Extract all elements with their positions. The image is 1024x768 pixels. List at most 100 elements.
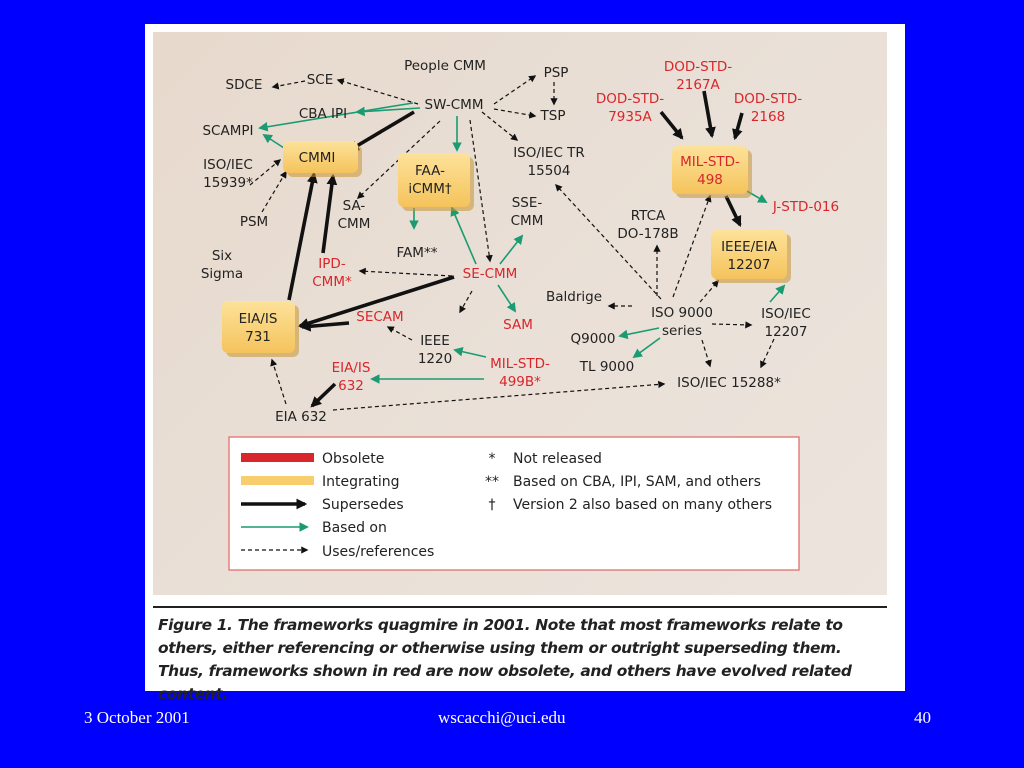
node-dod-std-2167a: DOD-STD-2167A — [664, 59, 732, 93]
node-iso-iec-15288: ISO/IEC 15288* — [677, 375, 781, 391]
edge-25 — [386, 326, 413, 341]
edge-36 — [555, 183, 662, 300]
legend-label-supersedes: Supersedes — [322, 497, 404, 513]
footer-page-number: 40 — [914, 708, 931, 727]
edge-6 — [469, 119, 493, 263]
edge-2 — [348, 110, 415, 152]
edge-32 — [702, 90, 716, 139]
legend-note-text: Not released — [513, 451, 602, 467]
legend-note-text: Version 2 also based on many others — [513, 497, 772, 513]
edge-18 — [450, 206, 477, 265]
caption-rule — [153, 606, 887, 608]
legend-note-symbol: ** — [485, 474, 499, 490]
legend-swatch-obsolete — [241, 453, 314, 462]
edge-28 — [310, 382, 337, 408]
box-faa-icmm — [398, 153, 474, 211]
legend-label-based-on: Based on — [322, 520, 387, 536]
legend-note-text: Based on CBA, IPI, SAM, and others — [513, 474, 761, 490]
edge-16 — [321, 173, 338, 254]
box-ieee-eia-12207 — [711, 230, 791, 283]
node-cba-ipi: CBA IPI — [299, 106, 347, 122]
node-sa-cmm: SA-CMM — [338, 198, 371, 232]
node-secam: SECAM — [356, 309, 403, 325]
edge-3 — [258, 102, 414, 132]
edge-39 — [699, 279, 719, 303]
box-eia-is-731 — [222, 301, 299, 357]
node-sw-cmm: SW-CMM — [425, 97, 484, 113]
node-scampi: SCAMPI — [202, 123, 253, 139]
node-psm: PSM — [240, 214, 268, 230]
edge-23 — [459, 290, 473, 314]
edge-0 — [336, 78, 419, 105]
figure-caption: Figure 1. The frameworks quagmire in 200… — [158, 616, 852, 703]
node-tl-9000: TL 9000 — [579, 359, 634, 375]
node-dod-std-2168: DOD-STD-2168 — [734, 91, 802, 125]
node-psp: PSP — [544, 65, 569, 81]
box-mil-std-498 — [672, 146, 752, 198]
node-faa-icmm: FAA-iCMM† — [408, 163, 451, 197]
node-eia-632: EIA 632 — [275, 409, 327, 425]
edge-19 — [297, 275, 455, 329]
node-mil-std-499b: MIL-STD-499B* — [490, 356, 550, 390]
edge-9 — [493, 108, 537, 119]
edge-layer — [249, 75, 786, 411]
node-dod-std-7935a: DOD-STD-7935A — [596, 91, 664, 125]
edge-43 — [711, 321, 753, 329]
node-people-cmm: People CMM — [404, 58, 486, 74]
edge-31 — [659, 110, 684, 140]
node-fam: FAM** — [397, 245, 438, 261]
legend-note-symbol: * — [489, 451, 496, 467]
edge-13 — [261, 170, 287, 213]
node-se-cmm: SE-CMM — [463, 266, 518, 282]
node-sam: SAM — [503, 317, 533, 333]
node-mil-std-498: MIL-STD-498 — [680, 154, 740, 188]
edge-26 — [453, 347, 487, 358]
edge-45 — [760, 338, 775, 369]
edge-22 — [499, 234, 524, 265]
box-cmmi — [283, 141, 362, 177]
edge-33 — [732, 112, 744, 141]
edge-11 — [262, 133, 285, 149]
edge-12 — [249, 159, 282, 186]
footer-date: 3 October 2001 — [84, 708, 190, 727]
node-sce: SCE — [307, 72, 334, 88]
legend-box — [228, 436, 800, 571]
legend-label-integrating: Integrating — [322, 474, 399, 490]
edge-7 — [481, 111, 519, 141]
node-sse-cmm: SSE-CMM — [511, 195, 544, 229]
edge-38 — [672, 194, 712, 298]
node-baldrige: Baldrige — [546, 289, 602, 305]
edge-41 — [618, 327, 660, 340]
node-cmmi: CMMI — [299, 150, 336, 166]
legend-swatch-integrating — [241, 476, 314, 485]
edge-30 — [332, 380, 666, 411]
node-j-std-016: J-STD-016 — [772, 199, 839, 215]
footer-email: wscacchi@uci.edu — [438, 708, 566, 727]
node-ipd-cmm: IPD-CMM* — [312, 256, 352, 290]
edge-46 — [769, 284, 786, 303]
edge-21 — [497, 284, 517, 313]
integrating-box-layer — [222, 141, 791, 357]
legend-label-uses-references: Uses/references — [322, 544, 434, 560]
edge-29 — [270, 358, 287, 405]
edge-8 — [493, 75, 537, 105]
edge-24 — [299, 320, 350, 332]
node-tsp: TSP — [540, 108, 566, 124]
edge-42 — [632, 337, 661, 359]
edge-44 — [701, 339, 712, 368]
edge-10 — [271, 80, 306, 90]
edge-20 — [358, 267, 453, 277]
edge-35 — [724, 195, 742, 227]
